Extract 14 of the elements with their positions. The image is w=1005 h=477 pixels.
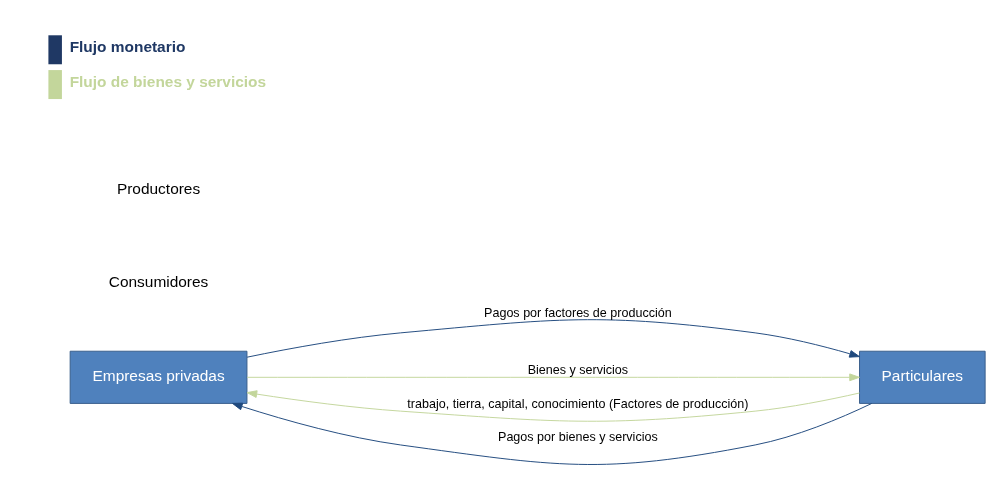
edge-label: Pagos por factores de producción bbox=[483, 305, 672, 320]
arrow bbox=[246, 373, 860, 382]
legend-label: Flujo monetario bbox=[69, 38, 185, 56]
arrow bbox=[231, 402, 872, 465]
legend-label: Flujo de bienes y servicios bbox=[69, 73, 266, 91]
edge-label: Pagos por bienes y servicios bbox=[497, 430, 658, 445]
node-box: Empresas privadas bbox=[69, 350, 247, 404]
edge-label: trabajo, tierra, capital, conocimiento (Factores de producción) bbox=[406, 396, 748, 411]
arrow bbox=[246, 319, 860, 358]
label: Productores bbox=[116, 179, 200, 197]
edge-label: Bienes y servicios bbox=[527, 362, 628, 377]
arrow bbox=[246, 390, 860, 422]
node-box: Particulares bbox=[858, 350, 986, 404]
label: Consumidores bbox=[108, 273, 208, 291]
